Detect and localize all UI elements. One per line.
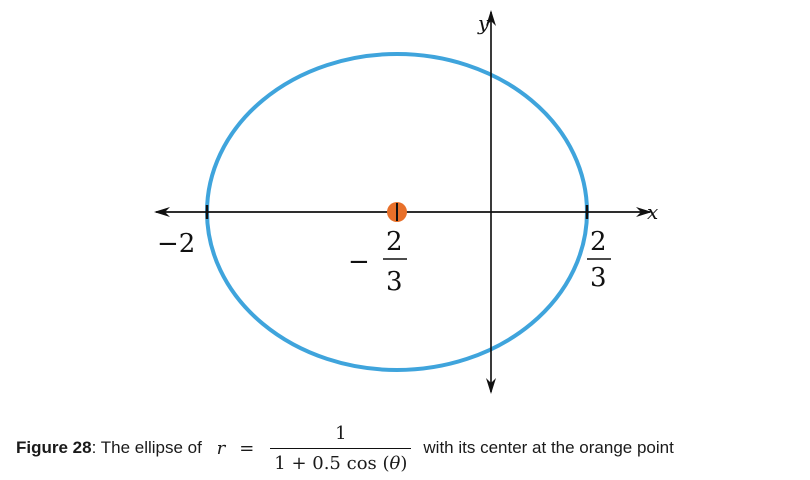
y-axis-label: y — [477, 11, 490, 35]
formula-fraction: 1 1 + 0.5 cos (θ) — [270, 422, 412, 474]
formula-numerator: 1 — [335, 422, 347, 444]
tick-label-center-sign: − — [348, 247, 370, 277]
caption-text-after: with its center at the orange point — [423, 438, 674, 457]
caption-text-before: : The ellipse of — [91, 438, 207, 457]
formula-denominator-suffix: ) — [400, 452, 408, 474]
x-axis-label: x — [647, 200, 658, 224]
formula-denominator-prefix: 1 + 0.5 cos ( — [274, 452, 390, 474]
figure-label: Figure 28 — [16, 438, 92, 457]
tick-label-right-denominator: 3 — [590, 263, 607, 293]
formula-equals: = — [239, 437, 255, 459]
formula-denominator: 1 + 0.5 cos (θ) — [270, 447, 412, 474]
formula-theta: θ — [389, 452, 401, 474]
tick-label-center-denominator: 3 — [386, 267, 403, 297]
tick-label-right-numerator: 2 — [590, 227, 607, 257]
tick-label-left: −2 — [157, 229, 195, 259]
tick-label-center-numerator: 2 — [386, 227, 403, 257]
formula-lhs: r — [216, 437, 226, 459]
polar-equation: r = 1 1 + 0.5 cos (θ) — [217, 423, 412, 474]
ellipse-diagram: y x −2 − 2 3 2 3 — [154, 10, 658, 394]
figure-caption: Figure 28 : The ellipse of r = 1 1 + 0.5… — [16, 420, 674, 476]
